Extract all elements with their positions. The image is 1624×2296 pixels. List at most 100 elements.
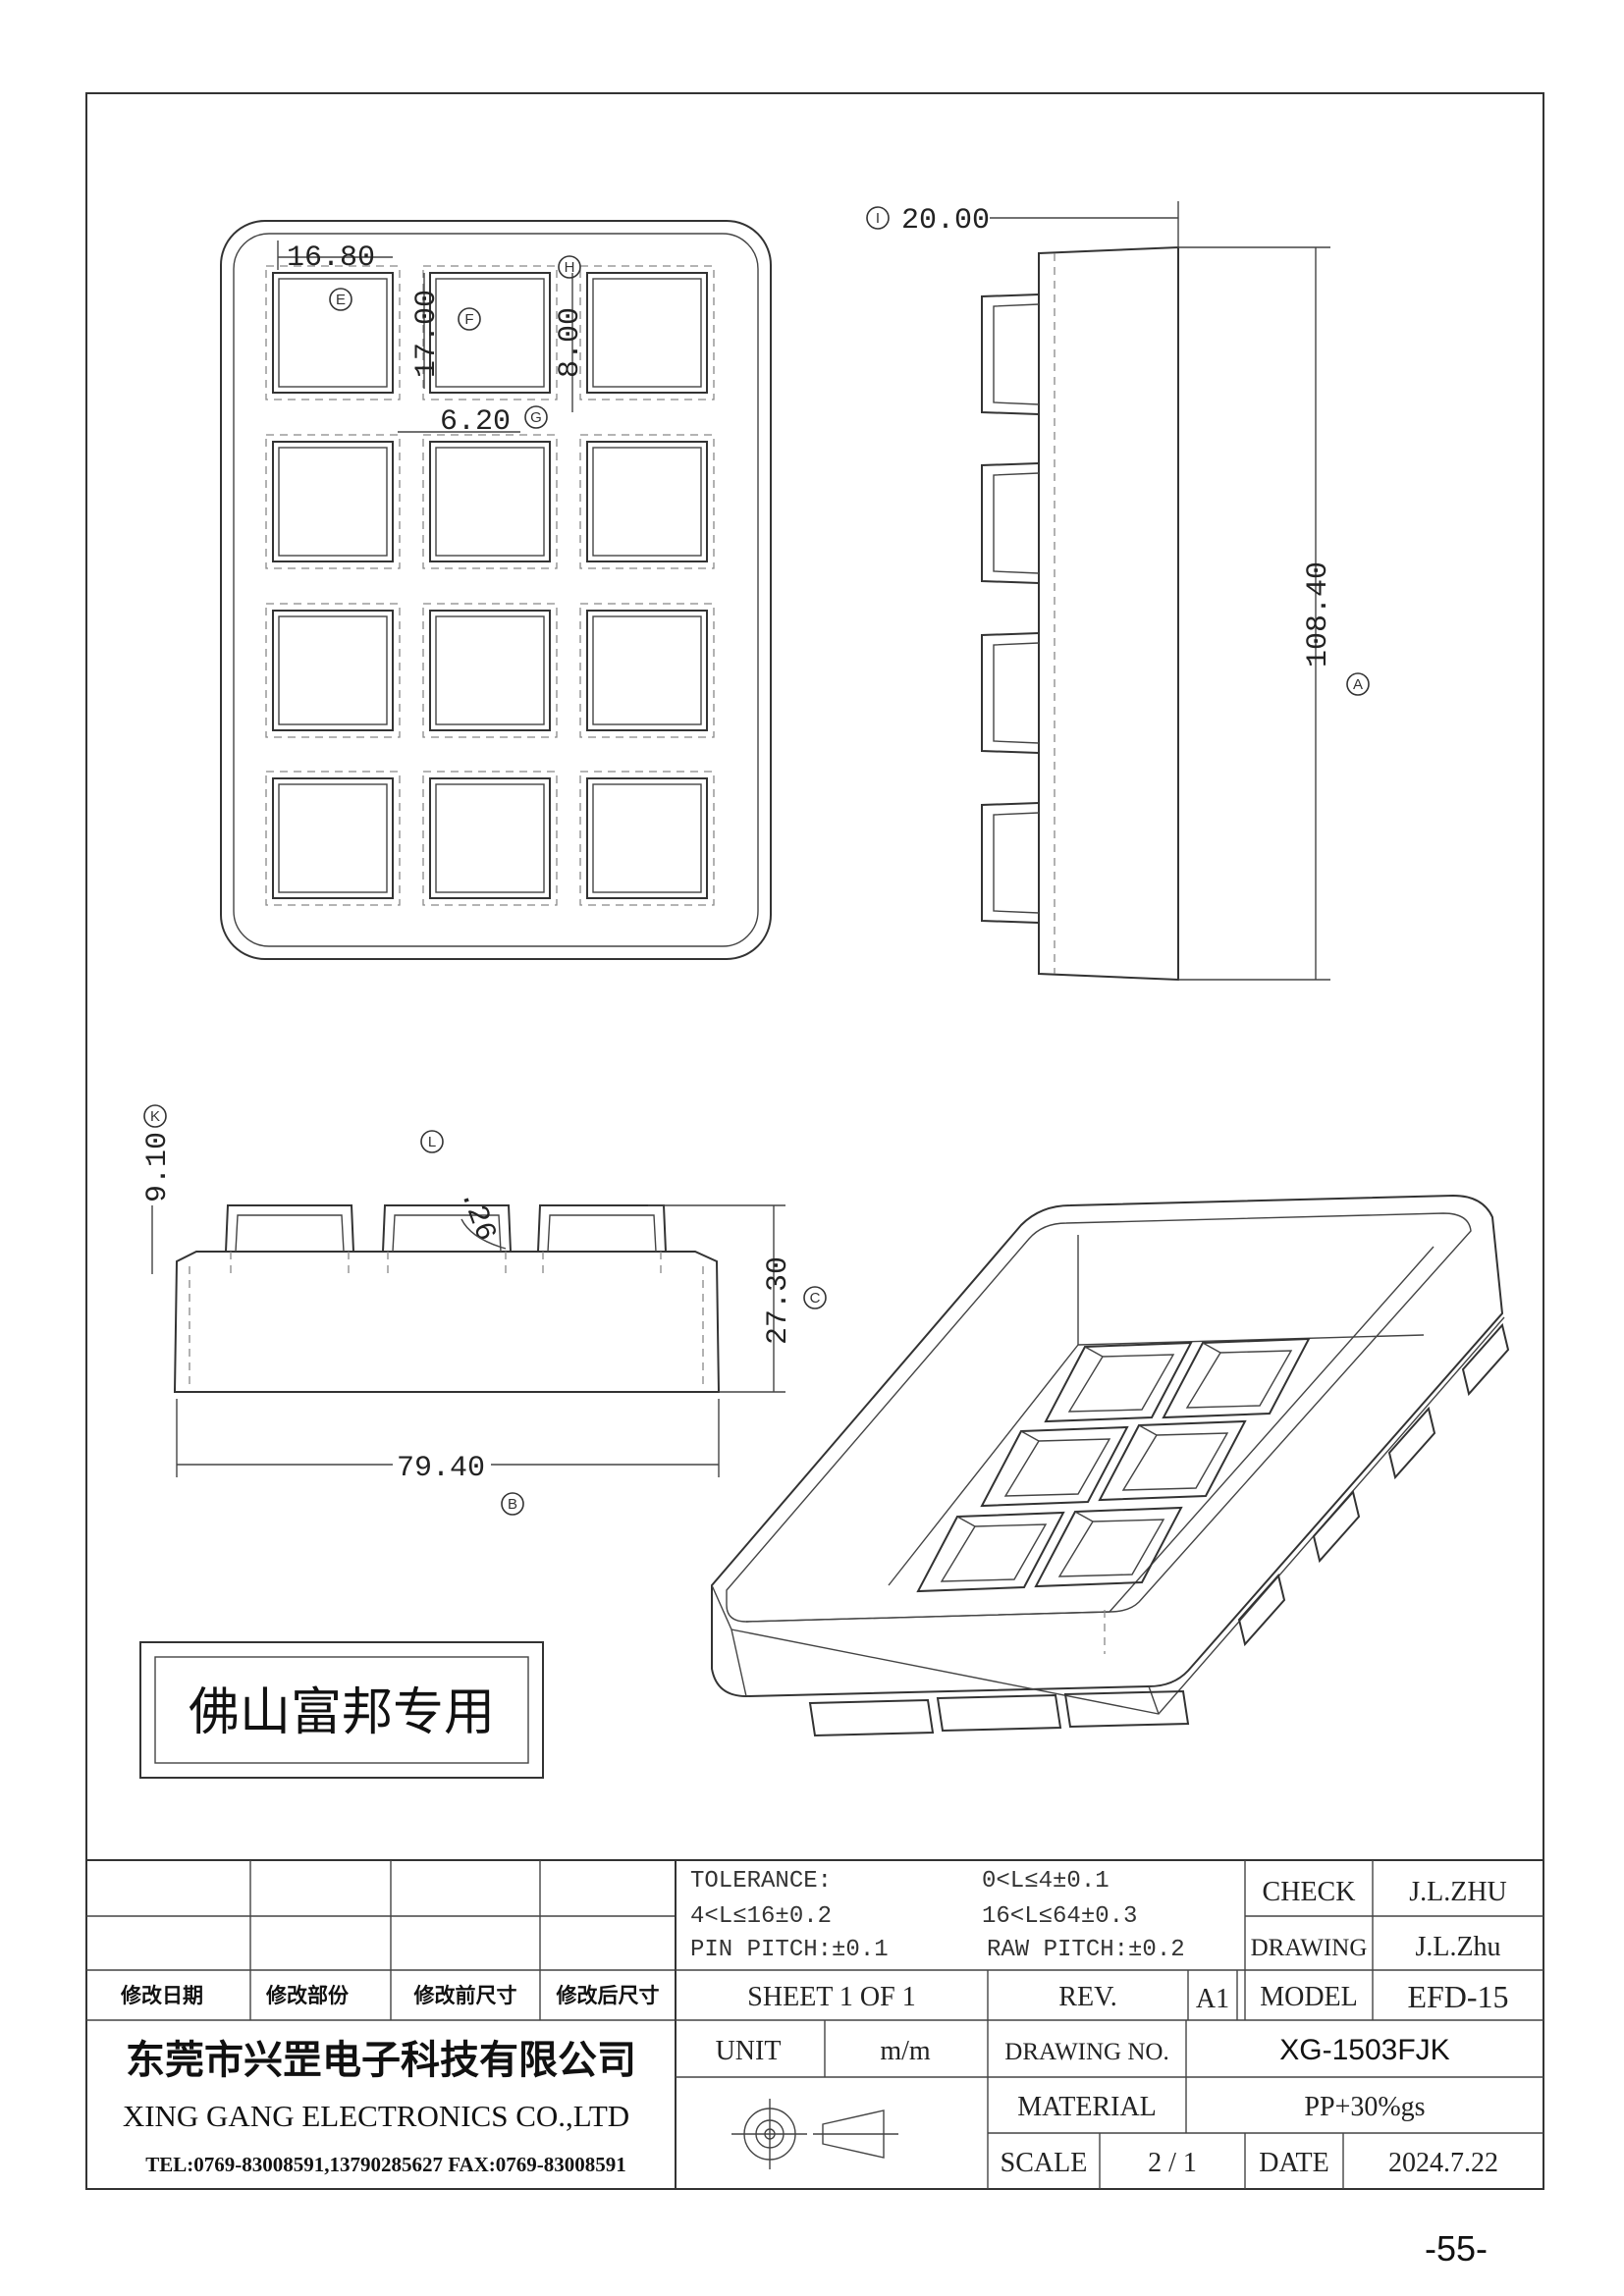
iso-cavity — [980, 1425, 1129, 1508]
front-peg — [537, 1204, 667, 1274]
rev-value: A1 — [1196, 1984, 1229, 2014]
iso-cavity — [916, 1511, 1065, 1593]
dim-16-80: 16.80 — [287, 241, 375, 275]
cavity-cell — [265, 434, 401, 569]
cavity-cell — [579, 434, 715, 569]
iso-cavity — [1098, 1419, 1247, 1502]
side-peg — [981, 632, 1040, 754]
model-label: MODEL — [1260, 1982, 1358, 2012]
check-label: CHECK — [1263, 1877, 1356, 1907]
projection-symbol-icon — [731, 2099, 898, 2169]
model-value: EFD-15 — [1407, 1979, 1508, 2014]
iso-inner-rim — [726, 1212, 1472, 1623]
unit-label: UNIT — [716, 2036, 782, 2066]
scale-value: 2 / 1 — [1148, 2148, 1197, 2178]
side-peg — [981, 462, 1040, 584]
dim-9-10: 9.10 — [141, 1132, 175, 1202]
side-view-body — [1038, 245, 1179, 982]
dim-8-00: 8.00 — [554, 307, 587, 378]
drawing-no-value: XG-1503FJK — [1279, 2034, 1449, 2066]
cavity-cell — [265, 265, 401, 400]
callout-b-circle — [501, 1492, 524, 1516]
cavity-cell — [579, 771, 715, 906]
dim-20-00: 20.00 — [901, 204, 990, 238]
top-view-inner-edge — [233, 233, 759, 947]
scale-label: SCALE — [1001, 2148, 1088, 2178]
callout-k: K — [150, 1108, 160, 1125]
pin-pitch: PIN PITCH:±0.1 — [690, 1937, 889, 1963]
company-name-en: XING GANG ELECTRONICS CO.,LTD — [123, 2099, 629, 2133]
sheet-number: SHEET 1 OF 1 — [747, 1982, 915, 2012]
callout-g-circle — [524, 405, 548, 429]
page-number: -55- — [1425, 2228, 1488, 2269]
title-block: 修改日期 修改部份 修改前尺寸 修改后尺寸 东莞市兴罡电子科技有限公司 XING… — [85, 1859, 1544, 2190]
dim-6-20: 6.20 — [440, 405, 511, 439]
callout-f: F — [464, 311, 473, 328]
iso-side-peg — [1312, 1489, 1361, 1564]
iso-bottom-peg — [936, 1693, 1062, 1733]
tolerance-range-3: 16<L≤64±0.3 — [982, 1903, 1137, 1930]
rev-header-part: 修改部份 — [265, 1983, 350, 2007]
cavity-cell — [579, 265, 715, 400]
iso-cavity — [1034, 1506, 1183, 1588]
material-value: PP+30%gs — [1304, 2092, 1425, 2122]
callout-a-circle — [1346, 672, 1370, 696]
isometric-view — [711, 1194, 1510, 1737]
front-view-body — [173, 1251, 721, 1393]
cavity-cell — [422, 434, 558, 569]
iso-side-peg — [1461, 1322, 1510, 1397]
iso-side-peg — [1237, 1573, 1286, 1647]
cavity-cell — [422, 265, 558, 400]
side-view-pegs — [981, 294, 1040, 924]
callout-e-circle — [329, 288, 352, 311]
iso-bottom-peg — [1063, 1689, 1190, 1729]
iso-cavities — [916, 1337, 1311, 1593]
iso-side-peg — [1387, 1406, 1436, 1480]
callout-h-circle — [558, 255, 581, 279]
front-view-pegs — [225, 1204, 667, 1274]
drawing-label: DRAWING — [1251, 1935, 1368, 1961]
cavity-cell — [579, 603, 715, 738]
front-peg — [225, 1204, 354, 1274]
dim-17-00: 17.00 — [410, 290, 444, 378]
drawing-value: J.L.Zhu — [1415, 1932, 1500, 1962]
rev-header-after: 修改后尺寸 — [556, 1983, 660, 2007]
rev-header-date: 修改日期 — [120, 1983, 203, 2007]
tolerance-range-2: 4<L≤16±0.2 — [690, 1903, 832, 1930]
callout-h: H — [565, 259, 575, 276]
callout-c-circle — [803, 1286, 827, 1309]
check-value: J.L.ZHU — [1409, 1877, 1507, 1907]
side-view: I 20.00 108.40 A — [866, 201, 1370, 982]
iso-cavity — [1162, 1337, 1311, 1419]
callout-c: C — [810, 1290, 821, 1307]
top-view: 16.80 17.00 8.00 6.20 E F G H — [220, 220, 772, 960]
rev-label: REV. — [1058, 1982, 1116, 2012]
material-label: MATERIAL — [1017, 2092, 1157, 2122]
tolerance-range-1: 0<L≤4±0.1 — [982, 1868, 1110, 1895]
date-value: 2024.7.22 — [1388, 2148, 1498, 2178]
cavity-cell — [422, 603, 558, 738]
front-peg — [382, 1204, 512, 1274]
dim-108-40: 108.40 — [1302, 561, 1335, 667]
front-view: 9.10 K L .26 27.30 C 79.40 B — [141, 1104, 827, 1516]
iso-cavity — [1044, 1341, 1193, 1423]
callout-e: E — [336, 292, 346, 308]
date-label: DATE — [1259, 2148, 1329, 2178]
unit-value: m/m — [880, 2036, 931, 2066]
top-view-outer-edge — [220, 220, 772, 960]
callout-l-circle — [420, 1130, 444, 1153]
callout-a: A — [1353, 676, 1363, 693]
company-contact: TEL:0769-83008591,13790285627 FAX:0769-8… — [145, 2153, 626, 2176]
callout-i: I — [876, 210, 880, 227]
dim-27-30: 27.30 — [762, 1256, 795, 1345]
rev-header-before: 修改前尺寸 — [413, 1983, 517, 2007]
tolerance-label: TOLERANCE: — [690, 1868, 832, 1895]
callout-i-circle — [866, 206, 890, 230]
iso-bottom-pegs — [808, 1322, 1510, 1737]
raw-pitch: RAW PITCH:±0.2 — [987, 1937, 1185, 1963]
cavity-cell — [265, 771, 401, 906]
iso-outer-rim — [711, 1194, 1504, 1698]
dim-79-40: 79.40 — [397, 1452, 485, 1485]
stamp-text: 佛山富邦专用 — [189, 1683, 495, 1742]
